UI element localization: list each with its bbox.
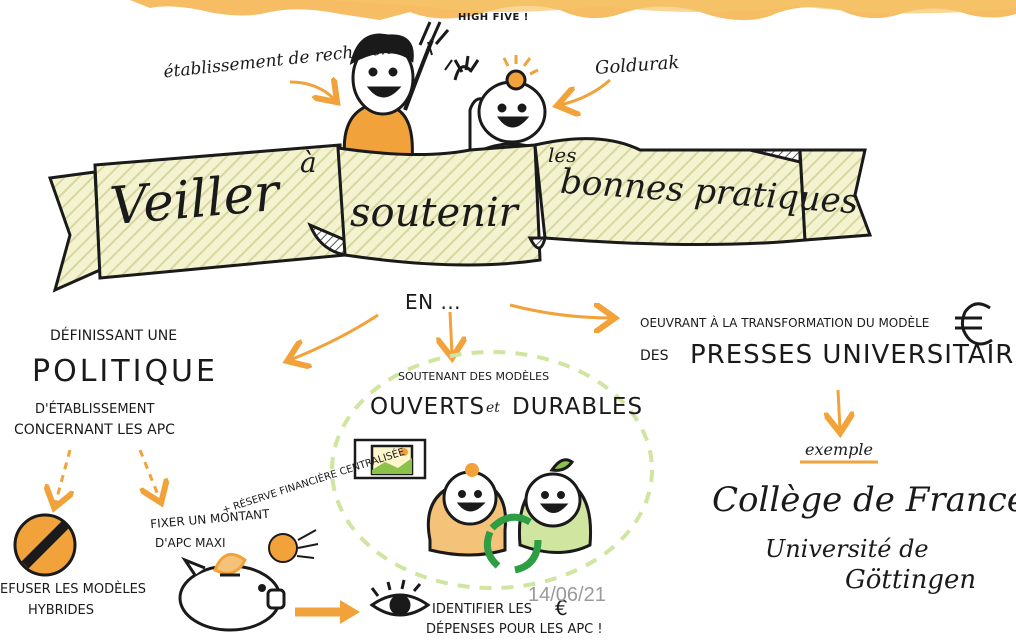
eye-icon (369, 579, 431, 617)
refuser-line1: EFUSER LES MODÈLES (0, 582, 147, 597)
forbidden-sign-icon (13, 513, 77, 577)
banner-accent-a: à (300, 146, 317, 179)
politique-label: POLITIQUE (32, 354, 218, 389)
durables-label: DURABLES (512, 394, 644, 420)
presses-label: PRESSES UNIVERSITAIRES (690, 340, 1016, 370)
window-icon (353, 438, 427, 480)
exemple-label: exemple (805, 440, 873, 459)
etablissement-apc-line2: CONCERNANT LES APC (14, 422, 175, 438)
banner-word-soutenir: soutenir (350, 190, 518, 236)
coin-icon (268, 529, 319, 563)
piggy-bank-icon (178, 552, 286, 632)
refuser-line2: HYBRIDES (28, 603, 94, 618)
character-researcher (342, 21, 450, 162)
identifier-line1: IDENTIFIER LES (432, 602, 532, 617)
soutenant-label: SOUTENANT DES MODÈLES (398, 370, 550, 383)
ouverts-label: OUVERTS (370, 394, 486, 420)
euro-small-label: € (555, 596, 569, 620)
green-dashed-ring (330, 350, 654, 590)
fixer-line2: D'APC MAXI (155, 536, 226, 550)
oeuvrant-label: OEUVRANT À LA TRANSFORMATION DU MODÈLE (640, 316, 930, 330)
universite-label: Université de (765, 535, 929, 563)
etablissement-apc-line1: D'ÉTABLISSEMENT (35, 402, 155, 417)
gottingen-label: Göttingen (845, 565, 977, 595)
college-label: Collège de France (712, 480, 1016, 520)
date-stamp: 14/06/21 (528, 584, 606, 606)
title-banner (47, 137, 873, 293)
definissant-label: DÉFINISSANT UNE (50, 328, 178, 344)
recycle-icon (483, 513, 542, 574)
characters-open-models (426, 458, 593, 557)
banner-word-les: les (548, 143, 577, 167)
identifier-line2: DÉPENSES POUR LES APC ! (426, 622, 603, 637)
et-label: et (486, 400, 500, 416)
en-label: EN ... (405, 290, 462, 314)
high-five-label: HIGH FIVE ! (458, 12, 529, 23)
des-label: DES (640, 348, 669, 364)
euro-icon (955, 302, 993, 346)
